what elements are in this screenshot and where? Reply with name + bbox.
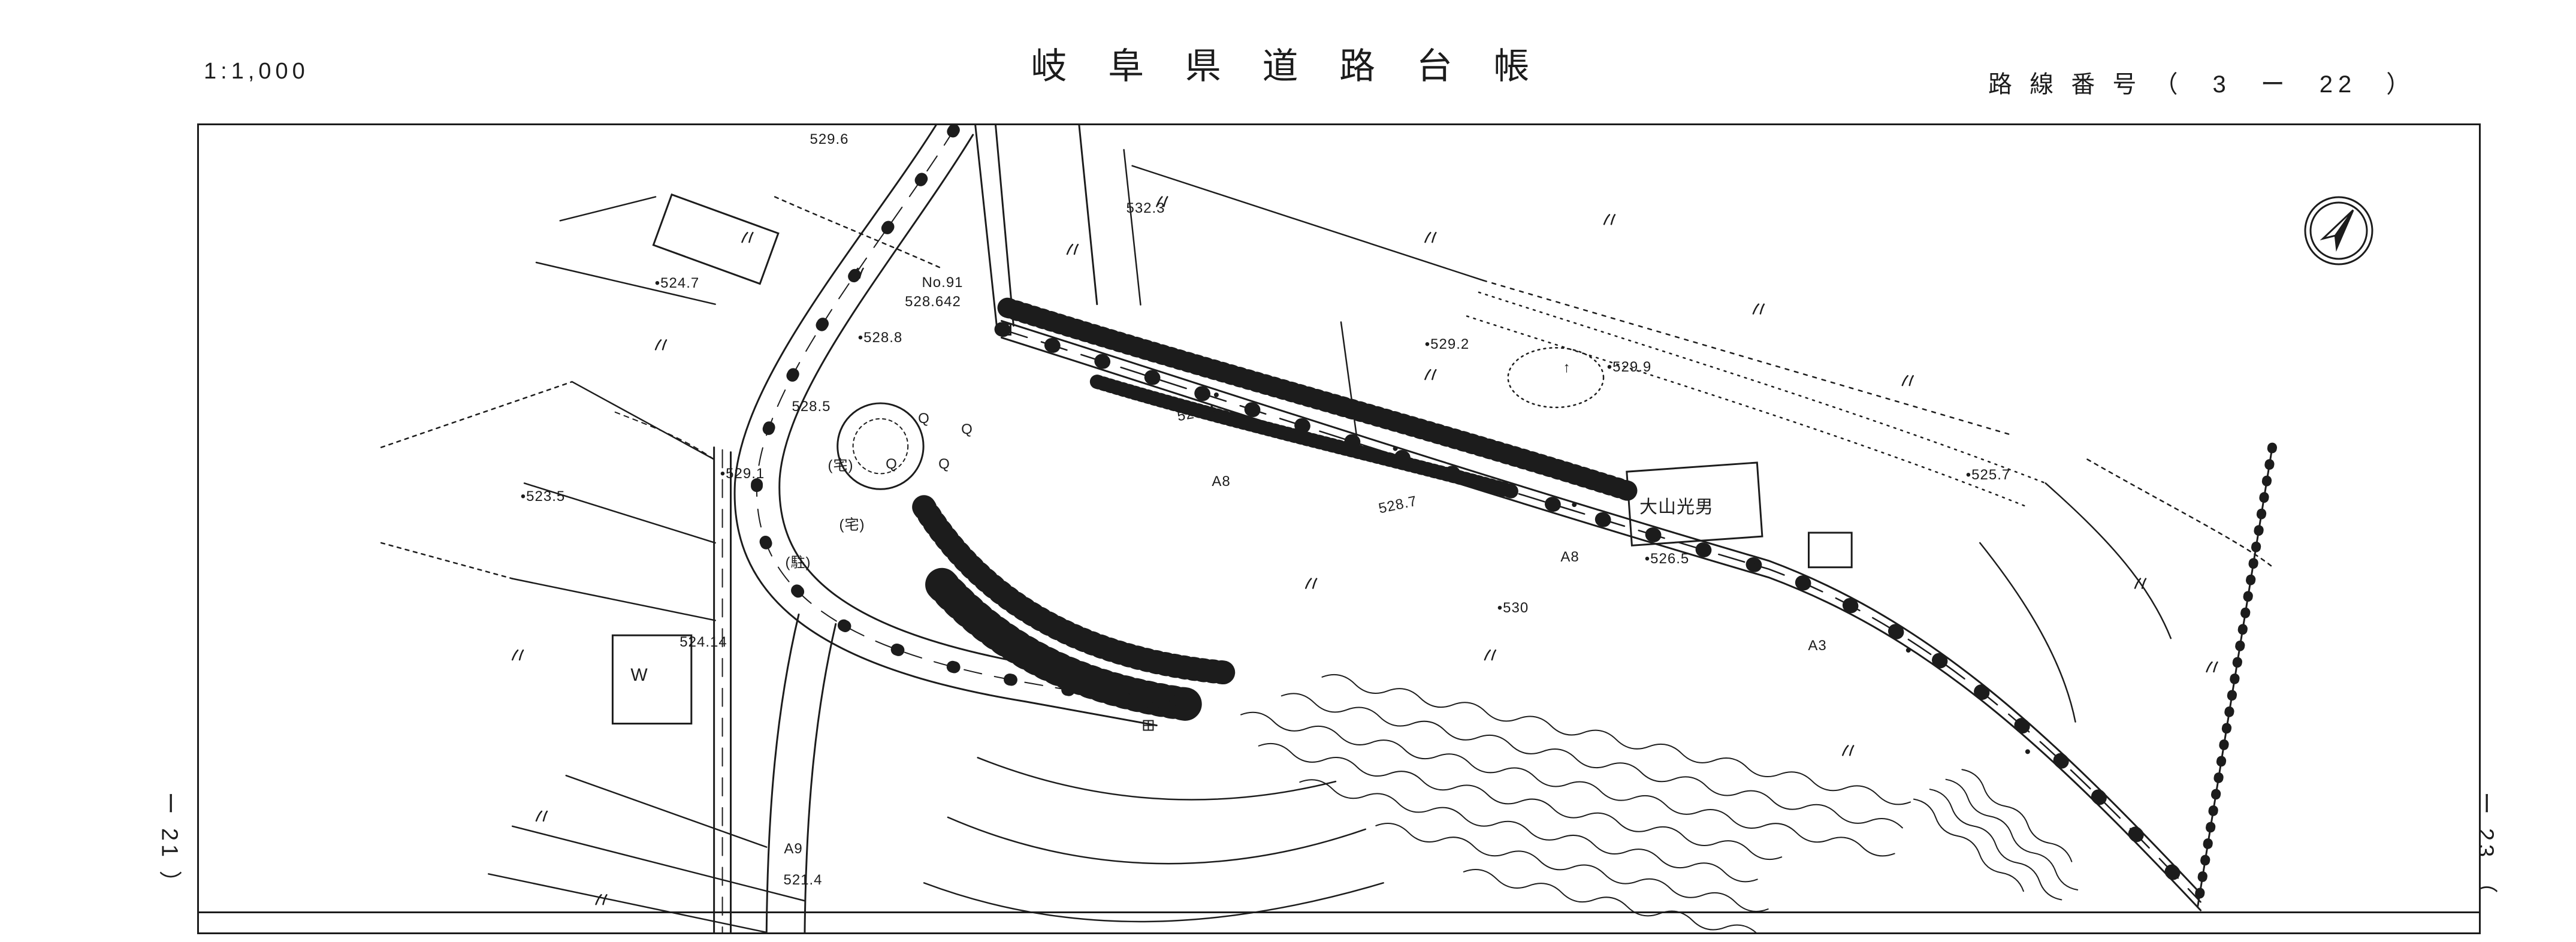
road-bottom	[765, 613, 837, 932]
grass-symbols	[511, 195, 2218, 905]
road-main	[994, 320, 2208, 911]
parcel-lines-upper	[535, 149, 2015, 436]
contour-cluster-corner	[1913, 769, 2079, 901]
frame-footer-line	[199, 911, 2479, 913]
parcel-lines-right	[1979, 458, 2273, 723]
contour-lines	[1240, 674, 1911, 932]
terrace-hatching	[912, 495, 1240, 722]
road-vertical-left	[613, 410, 732, 932]
pole-dots	[1213, 393, 2030, 754]
page-title: 岐 阜 県 道 路 台 帳	[1031, 46, 1545, 86]
terrace-arcs	[923, 757, 1384, 923]
route-number-label: 路 線 番 号 （ 3 ー 22 ）	[1988, 71, 2416, 98]
road-top-segment	[974, 125, 1098, 328]
boundary-diagonal	[2193, 442, 2278, 912]
adjacent-sheet-ref-left: ー 21 ）	[156, 792, 182, 897]
circle-feature	[836, 402, 925, 490]
building-outlines	[611, 193, 1853, 725]
dotted-tracks	[1466, 291, 2046, 508]
north-arrow-icon	[2304, 196, 2373, 265]
road-curve	[733, 125, 1167, 727]
map-scale-label: 1:1,000	[204, 59, 309, 84]
map-drawing	[380, 125, 2278, 932]
retaining-wall-band	[1089, 375, 1522, 500]
parcel-lines-left	[380, 381, 806, 932]
slope-hatching-upper	[997, 297, 1644, 503]
control-point-marker	[999, 323, 1011, 336]
pond-outline	[1507, 347, 1605, 409]
